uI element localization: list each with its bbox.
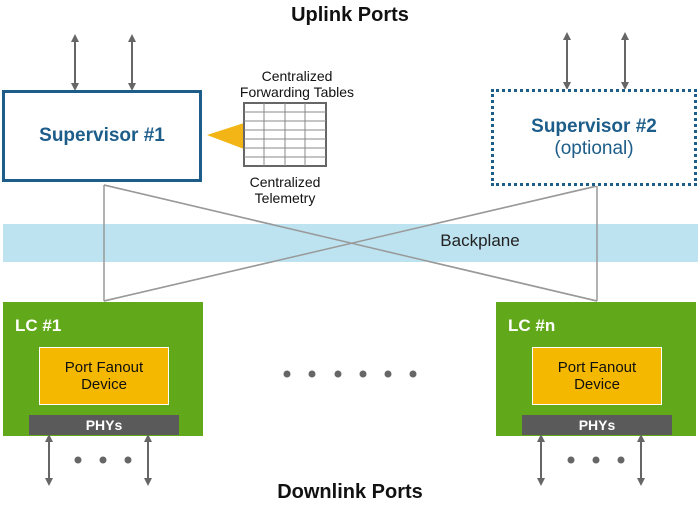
line-card-label: LC #1 (15, 316, 62, 335)
caption-line: Centralized (261, 68, 333, 84)
ellipsis-dot (592, 456, 600, 464)
supervisor-1-box[interactable]: Supervisor #1 (2, 90, 202, 182)
supervisor-2-box[interactable]: Supervisor #2 (optional) (491, 89, 697, 186)
phys-bar: PHYs (29, 415, 179, 435)
port-fanout-device: Port Fanout Device (39, 347, 169, 405)
ellipsis-dot (308, 370, 316, 378)
caption-line: Centralized (249, 174, 321, 190)
line-card-label: LC #n (508, 316, 556, 335)
supervisor-1-label: Supervisor #1 (39, 125, 165, 146)
line-card-n[interactable]: LC #n Port Fanout Device PHYs (496, 302, 696, 436)
caption-line: Telemetry (254, 190, 316, 206)
backplane-label: Backplane (440, 231, 520, 250)
ellipsis-dot (74, 456, 82, 464)
ellipsis-dot (359, 370, 367, 378)
downlink-ports-title: Downlink Ports (277, 481, 423, 503)
phys-bar: PHYs (522, 415, 672, 435)
pointer-triangle-icon (207, 123, 244, 149)
port-fanout-device: Port Fanout Device (532, 347, 662, 405)
caption-line: Forwarding Tables (239, 84, 355, 100)
supervisor-2-sublabel: (optional) (554, 137, 634, 159)
ellipsis-dot (99, 456, 107, 464)
telemetry-caption: Centralized Telemetry (210, 174, 360, 206)
ellipsis-dot (124, 456, 132, 464)
ellipsis-dot (617, 456, 625, 464)
ellipsis-dot (384, 370, 392, 378)
ellipsis-dot (283, 370, 291, 378)
supervisor-2-label: Supervisor #2 (531, 115, 657, 137)
uplink-ports-title: Uplink Ports (291, 4, 409, 26)
line-card-1[interactable]: LC #1 Port Fanout Device PHYs (3, 302, 203, 436)
ellipsis-dot (409, 370, 417, 378)
ellipsis-dot (334, 370, 342, 378)
forwarding-tables-caption: Centralized Forwarding Tables (222, 68, 372, 100)
ellipsis-dot (567, 456, 575, 464)
